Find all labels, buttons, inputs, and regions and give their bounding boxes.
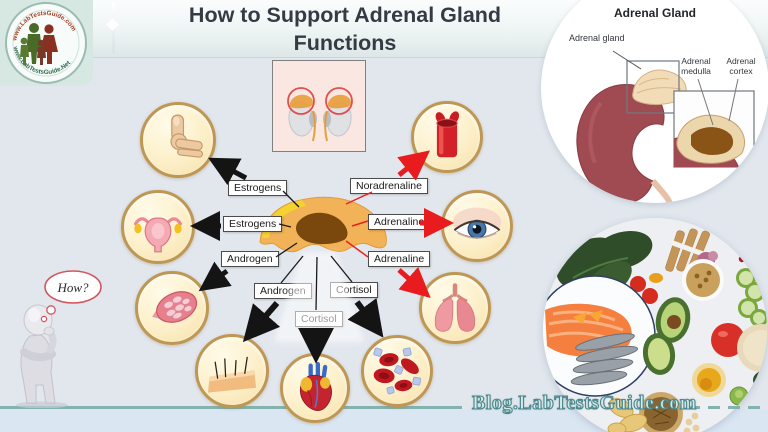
organ-circle-hair-skin (195, 334, 269, 408)
adrenal-cortex-label: Adrenal cortex (726, 56, 756, 76)
uterus-icon (134, 217, 182, 253)
organ-circle-blood-cells (361, 335, 433, 407)
eye-icon (452, 207, 502, 239)
footer-site-text: Blog.LabTestsGuide.com (471, 391, 697, 414)
label-androgen-bottom: Androgen (254, 283, 312, 299)
anatomy-panel-title: Adrenal Gland (613, 6, 696, 20)
family-logo-icon: www.LabTestsGuide.com www.LabTestsGuide.… (5, 2, 87, 84)
adrenal-medulla-label: Adrenal medulla (681, 56, 711, 76)
organ-circle-eye (441, 190, 513, 262)
kidneys-adrenal-icon (287, 87, 353, 142)
label-adrenaline-bottom: Adrenaline (368, 251, 431, 267)
hair-skin-icon (208, 356, 256, 393)
footer-rule-dashes (688, 406, 768, 409)
muscle-icon (152, 291, 198, 323)
organ-circle-heart (280, 353, 350, 423)
organ-circle-lungs (419, 272, 491, 344)
adrenal-gland-label: Adrenal gland (569, 33, 625, 43)
elbow-joint-icon (170, 114, 204, 158)
thinking-person-figure: How? (0, 266, 112, 409)
site-logo: www.LabTestsGuide.com www.LabTestsGuide.… (0, 0, 93, 86)
kidney-adrenal-illustration (576, 50, 755, 203)
label-cortisol-right: Cortisol (330, 282, 378, 298)
label-noradrenaline: Noradrenaline (350, 178, 428, 194)
label-androgen-left: Androgen (221, 251, 279, 267)
label-adrenaline-mid: Adrenaline (368, 214, 431, 230)
label-estrogens-mid: Estrogens (223, 216, 283, 232)
organ-circle-blood-vessel (411, 101, 483, 173)
organ-circle-uterus (121, 190, 195, 264)
heart-icon (299, 362, 332, 412)
bottom-band (0, 409, 768, 432)
blood-vessel-icon (435, 111, 460, 158)
label-estrogens-top: Estrogens (228, 180, 288, 196)
adrenal-anatomy-panel: Adrenal Gland Adrenal gland Adrenal medu… (541, 0, 768, 203)
organ-circle-muscle (135, 271, 209, 345)
blood-cells-icon (373, 347, 422, 395)
organ-circle-elbow-joint (140, 102, 216, 178)
question-text: How? (56, 280, 89, 295)
label-cortisol-mid: Cortisol (295, 311, 343, 327)
family-silhouettes (20, 23, 58, 65)
kidneys-reference-box (272, 60, 366, 152)
lungs-icon (434, 283, 476, 332)
person-icon: How? (16, 270, 102, 409)
page-title: How to Support Adrenal Gland Functions (188, 3, 502, 55)
